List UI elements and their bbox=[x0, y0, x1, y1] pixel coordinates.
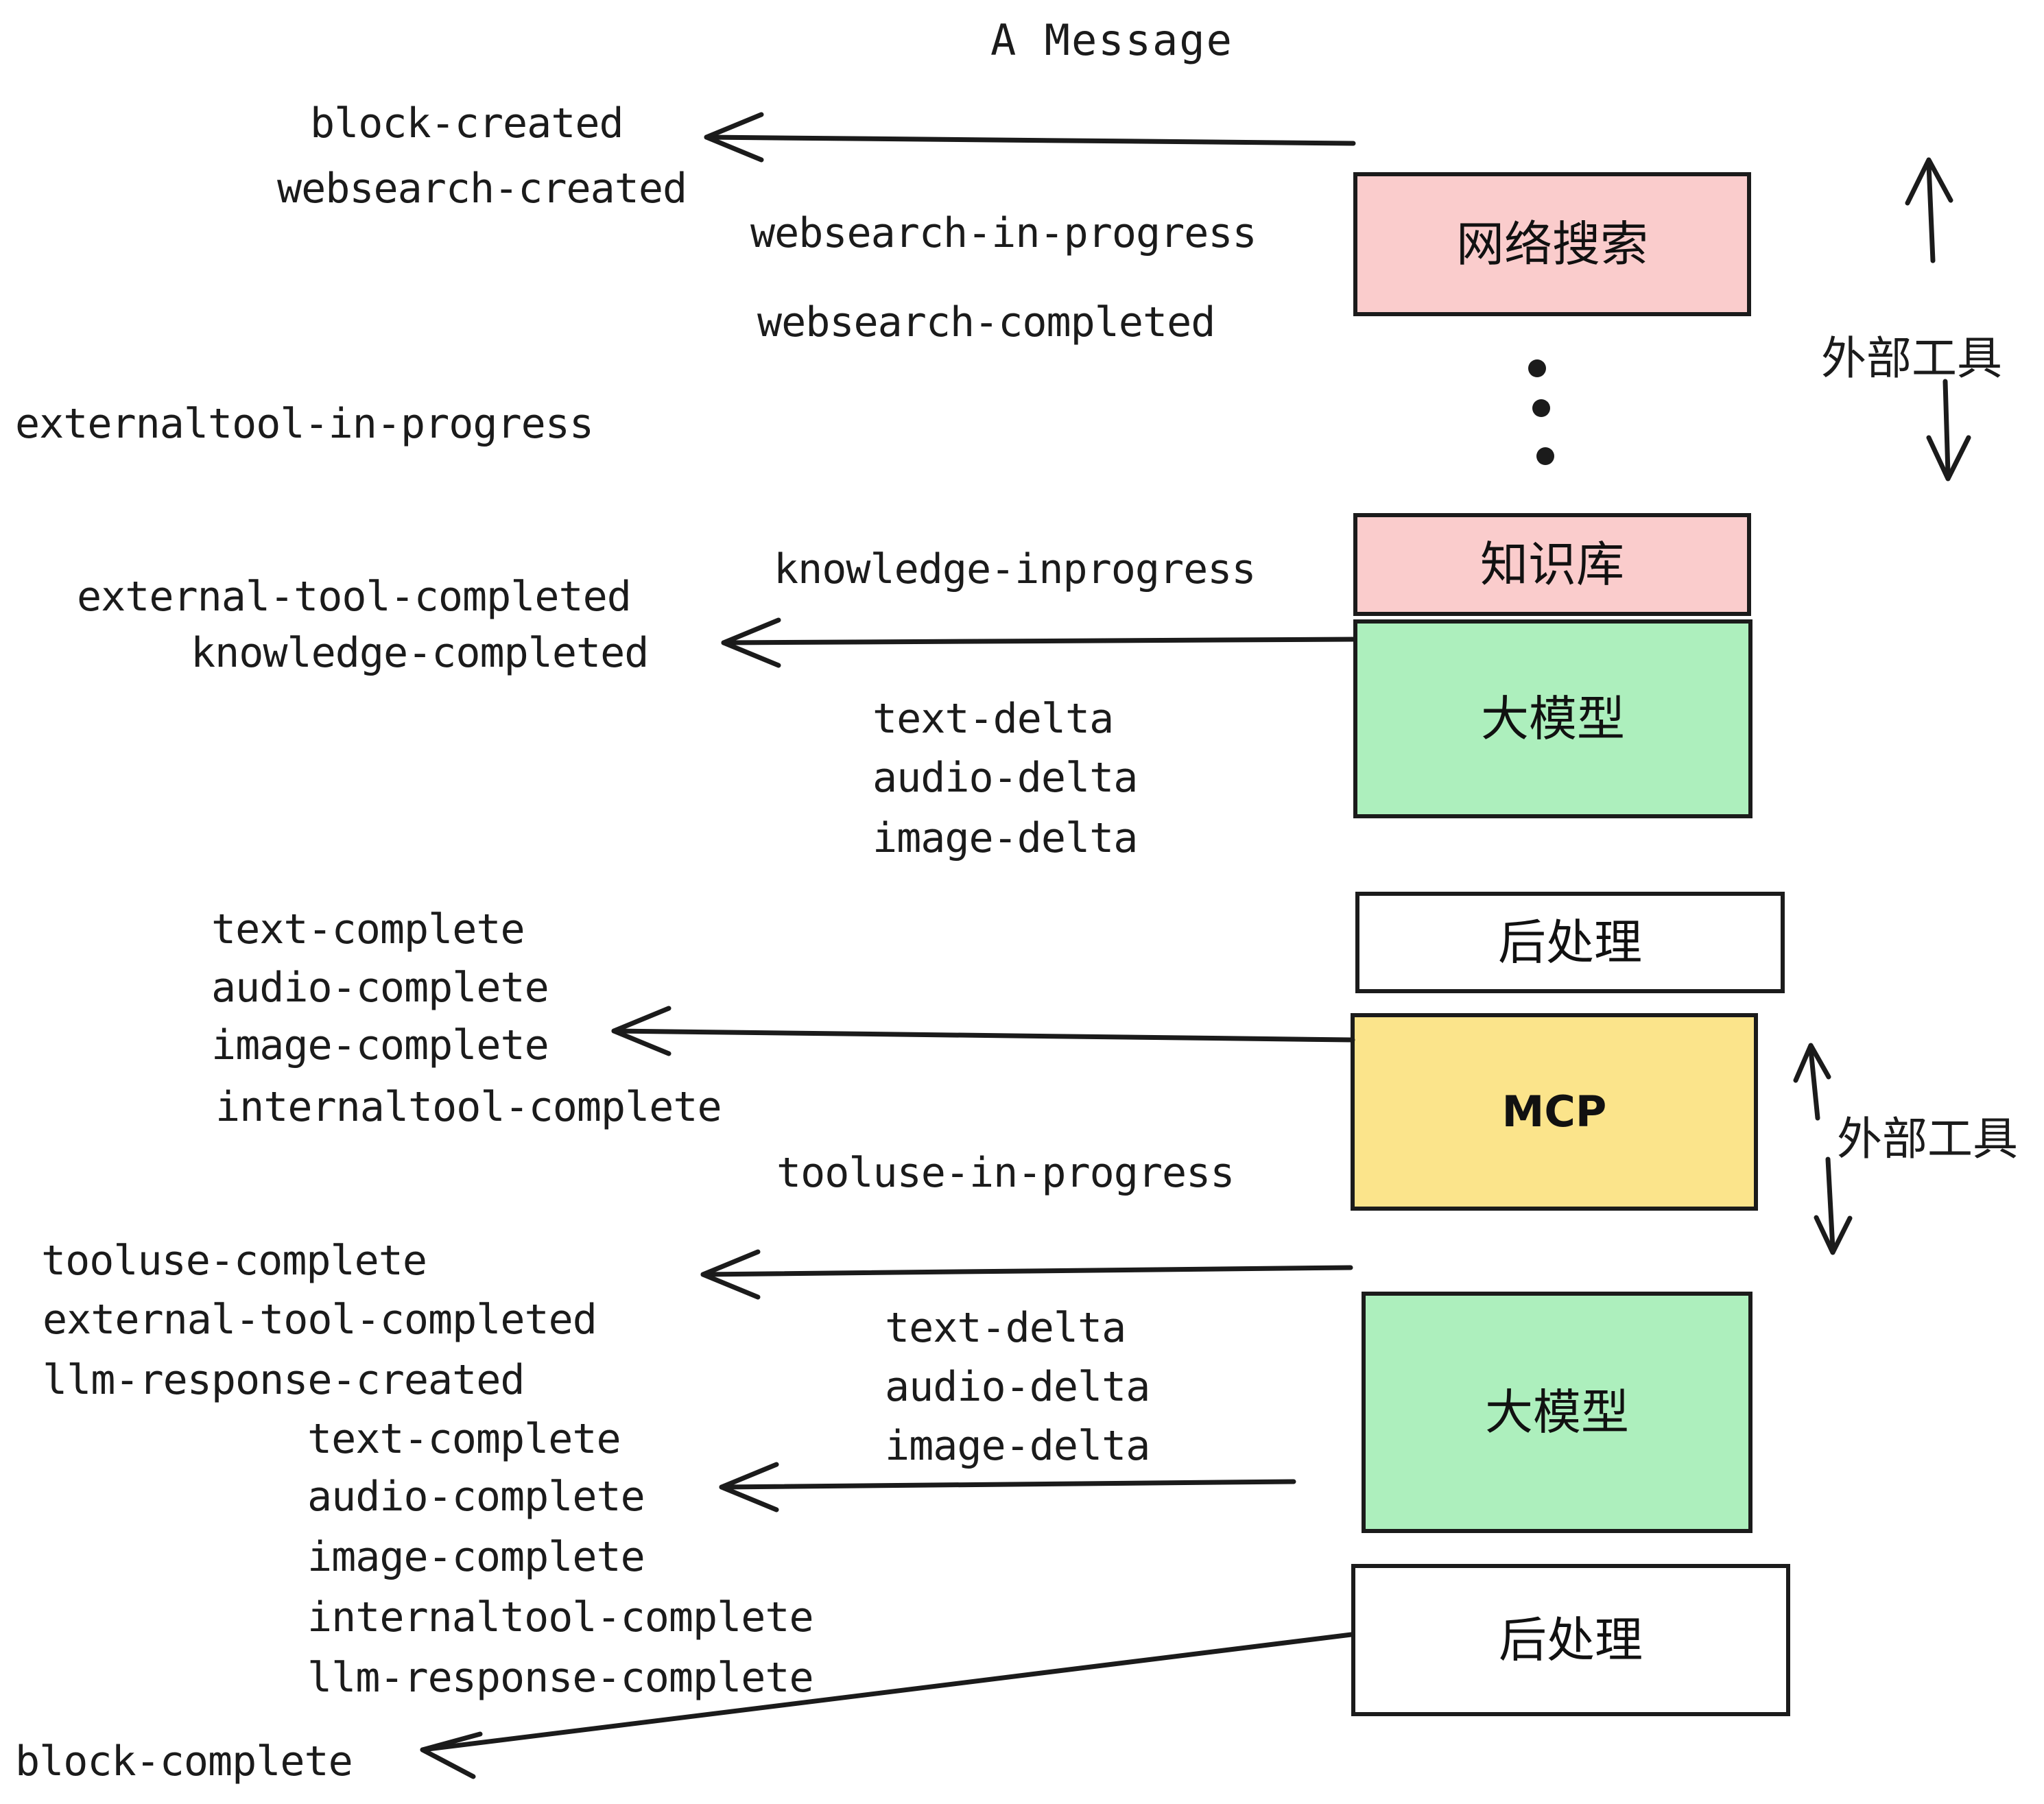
event-label-audio-delta-2: audio-delta bbox=[885, 1363, 1150, 1411]
event-label-audio-delta-1: audio-delta bbox=[872, 754, 1138, 802]
event-label-image-delta-1: image-delta bbox=[872, 814, 1138, 862]
event-label-internaltool-complete-2: internaltool-complete bbox=[307, 1593, 814, 1641]
event-label-text-complete-1: text-complete bbox=[211, 905, 525, 953]
box-knowledge[interactable]: 知识库 bbox=[1353, 513, 1751, 616]
arrow-external-tools-down-top bbox=[1926, 379, 1971, 482]
event-label-block-complete: block-complete bbox=[15, 1737, 353, 1785]
arrow-external-tools-down-bottom bbox=[1814, 1156, 1853, 1255]
event-label-llm-response-created: llm-response-created bbox=[43, 1356, 525, 1404]
event-label-text-complete-2: text-complete bbox=[307, 1415, 621, 1463]
event-label-image-delta-2: image-delta bbox=[885, 1422, 1150, 1470]
event-label-image-complete-1: image-complete bbox=[211, 1021, 549, 1069]
arrow-knowledge-completed bbox=[721, 617, 1356, 668]
arrow-audio-complete bbox=[719, 1462, 1296, 1512]
event-label-text-delta-1: text-delta bbox=[872, 695, 1114, 743]
event-label-externaltool-in-progress: externaltool-in-progress bbox=[15, 400, 594, 448]
arrow-image-complete bbox=[611, 1006, 1355, 1056]
event-label-audio-complete-1: audio-complete bbox=[211, 964, 549, 1012]
event-label-tooluse-complete: tooluse-complete bbox=[41, 1237, 427, 1285]
box-llm-2[interactable]: 大模型 bbox=[1362, 1292, 1752, 1533]
arrow-external-tools-up-top bbox=[1905, 157, 1953, 263]
side-label-external-tools-top: 外部工具 bbox=[1821, 332, 2002, 385]
event-label-websearch-completed: websearch-completed bbox=[757, 298, 1215, 346]
ellipsis-dot-1 bbox=[1528, 359, 1546, 377]
event-label-knowledge-completed: knowledge-completed bbox=[191, 629, 649, 677]
box-mcp[interactable]: MCP bbox=[1351, 1013, 1758, 1211]
event-label-internaltool-complete-1: internaltool-complete bbox=[215, 1083, 722, 1131]
event-label-block-created: block-created bbox=[310, 99, 624, 147]
arrow-websearch-created bbox=[704, 112, 1356, 163]
ellipsis-dot-3 bbox=[1536, 447, 1554, 465]
arrow-tooluse-complete bbox=[700, 1249, 1353, 1300]
event-label-external-tool-completed-1: external-tool-completed bbox=[77, 573, 632, 621]
box-llm-1[interactable]: 大模型 bbox=[1353, 619, 1752, 818]
event-label-audio-complete-2: audio-complete bbox=[307, 1473, 645, 1521]
diagram-title: A Message bbox=[990, 15, 1233, 65]
event-label-tooluse-in-progress: tooluse-in-progress bbox=[776, 1149, 1235, 1197]
event-label-websearch-in-progress: websearch-in-progress bbox=[750, 209, 1257, 257]
event-label-knowledge-inprogress: knowledge-inprogress bbox=[774, 545, 1256, 593]
event-label-external-tool-completed-2: external-tool-completed bbox=[43, 1296, 597, 1344]
side-label-external-tools-bottom: 外部工具 bbox=[1837, 1113, 2018, 1165]
event-label-text-delta-2: text-delta bbox=[885, 1304, 1126, 1352]
event-label-image-complete-2: image-complete bbox=[307, 1533, 645, 1581]
box-postprocess-1[interactable]: 后处理 bbox=[1355, 892, 1785, 993]
box-postprocess-2[interactable]: 后处理 bbox=[1351, 1564, 1790, 1716]
arrow-external-tools-up-bottom bbox=[1793, 1043, 1831, 1121]
event-label-llm-response-complete: llm-response-complete bbox=[307, 1654, 814, 1702]
box-websearch[interactable]: 网络搜索 bbox=[1353, 172, 1751, 316]
ellipsis-dot-2 bbox=[1532, 399, 1550, 417]
event-label-websearch-created: websearch-created bbox=[277, 165, 687, 213]
